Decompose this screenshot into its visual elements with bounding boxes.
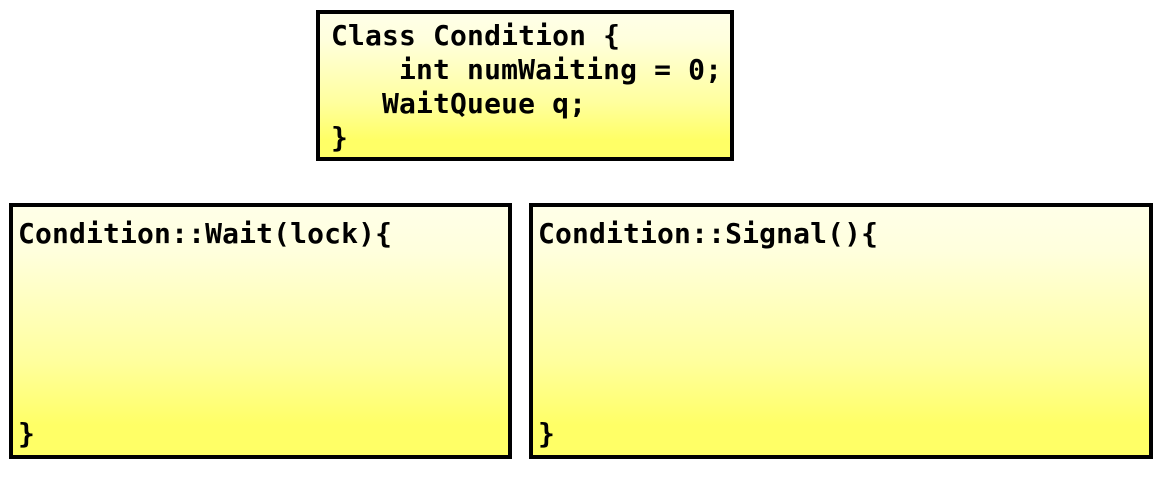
code-line: } [538, 417, 556, 450]
code-line: } [18, 417, 36, 450]
code-box-class-condition: Class Condition { int numWaiting = 0; Wa… [316, 10, 734, 161]
code-box-wait-method: Condition::Wait(lock){ } [9, 203, 512, 459]
code-box-wait-method-body: Condition::Wait(lock){ } [13, 207, 508, 455]
code-box-class-condition-body: Class Condition { int numWaiting = 0; Wa… [320, 14, 730, 157]
code-line: int numWaiting = 0; [331, 53, 723, 86]
code-line: WaitQueue q; [331, 87, 587, 120]
code-line: } [331, 121, 349, 154]
code-box-signal-method: Condition::Signal(){ } [529, 203, 1153, 459]
code-line: Class Condition { [331, 19, 621, 52]
code-line: Condition::Signal(){ [538, 217, 879, 250]
code-box-signal-method-body: Condition::Signal(){ } [533, 207, 1149, 455]
code-line: Condition::Wait(lock){ [18, 217, 393, 250]
